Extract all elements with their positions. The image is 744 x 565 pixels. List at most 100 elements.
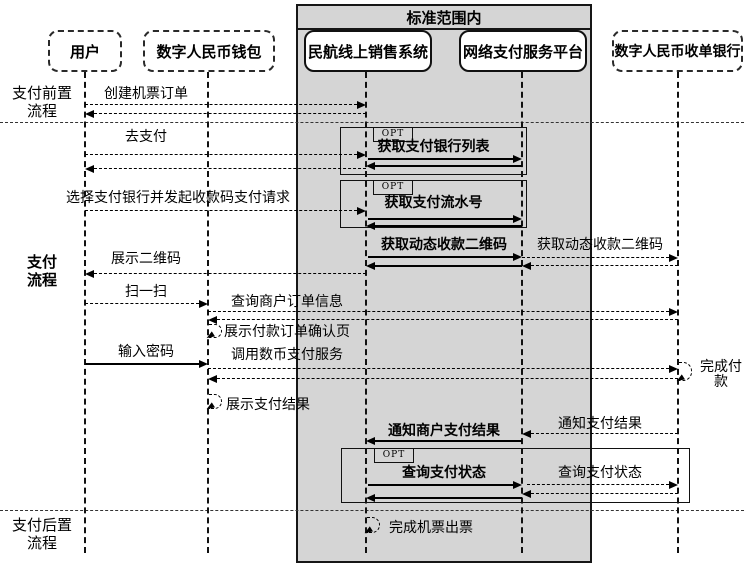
arrowhead [513, 155, 522, 163]
arrowhead [513, 481, 522, 489]
msg-select-bank-request: 选择支付银行并发起收款码支付请求 [66, 190, 290, 206]
lifeline-payment-platform [521, 72, 523, 553]
opt-fragment-query-status: OPT [341, 448, 690, 503]
arrow-query-status-left [368, 484, 513, 486]
arrowhead [357, 151, 366, 159]
actor-wallet-box: 数字人民币钱包 [143, 30, 275, 72]
self-loop-show-result [209, 394, 222, 409]
msg-enter-password: 输入密码 [118, 344, 174, 360]
arrowhead [366, 262, 375, 270]
msg-query-status-right: 查询支付状态 [558, 465, 642, 481]
arrowhead [366, 162, 375, 170]
frame-title: 标准范围内 [406, 9, 482, 27]
msg-get-qr-left: 获取动态收款二维码 [381, 237, 507, 253]
arrow-notify-result [531, 433, 678, 434]
arrow-query-status-right [527, 484, 669, 485]
arrowhead [85, 110, 94, 118]
msg-get-qr-right: 获取动态收款二维码 [537, 237, 663, 253]
msg-query-order-info: 查询商户订单信息 [231, 294, 343, 310]
arrow-get-bank-list [368, 158, 513, 160]
section-label-pre-payment: 支付前置 流程 [11, 84, 72, 120]
actor-airline-system-box: 民航线上销售系统 [304, 30, 432, 72]
section-label-post-payment: 支付后置 流程 [11, 516, 72, 552]
arrowhead [366, 494, 375, 502]
arrow-get-serial-no-return [375, 225, 522, 227]
self-loop-show-confirm-page [209, 324, 222, 338]
arrow-go-pay-return [94, 168, 366, 169]
self-loop-complete-payment [679, 362, 692, 381]
self-loop-complete-ticketing [367, 517, 380, 533]
arrow-get-qr-right [522, 257, 669, 258]
arrow-get-qr-right-return [531, 265, 678, 266]
arrow-create-order-return [94, 113, 366, 114]
section-divider-2 [0, 510, 744, 511]
msg-go-pay: 去支付 [125, 129, 167, 145]
arrowhead [669, 365, 678, 373]
arrow-select-bank-request [85, 210, 357, 211]
arrow-enter-password [85, 363, 199, 365]
arrowhead [522, 262, 531, 270]
arrow-go-pay [85, 154, 357, 155]
opt-tag: OPT [374, 448, 414, 463]
msg-notify-merchant-result: 通知商户支付结果 [388, 423, 500, 439]
section-label-payment: 支付 流程 [26, 253, 57, 289]
arrowhead [199, 360, 208, 368]
arrowhead [669, 308, 678, 316]
actor-acquiring-bank-box: 数字人民币收单银行 [612, 30, 743, 72]
arrow-query-order-info [208, 311, 669, 312]
arrow-call-payment-service-return [217, 378, 678, 379]
lifeline-user [84, 72, 86, 553]
section-divider-1 [0, 122, 744, 123]
msg-scan: 扫一扫 [125, 284, 167, 300]
actor-user-box: 用户 [48, 30, 122, 72]
arrowhead [366, 222, 375, 230]
opt-fragment-serial-no: OPT [340, 180, 527, 228]
arrow-get-bank-list-return [375, 165, 522, 167]
msg-create-order: 创建机票订单 [104, 86, 188, 102]
arrowhead [199, 300, 208, 308]
arrowhead [85, 165, 94, 173]
arrow-get-qr-left-return [375, 265, 522, 267]
msg-complete-ticketing: 完成机票出票 [389, 520, 473, 536]
arrow-query-status-left-return [375, 497, 522, 499]
arrowhead [513, 253, 522, 261]
arrow-notify-merchant-result [375, 440, 522, 442]
msg-show-result: 展示支付结果 [226, 397, 310, 413]
msg-call-payment-service: 调用数币支付服务 [231, 347, 343, 363]
msg-show-qr: 展示二维码 [111, 251, 181, 267]
arrow-create-order [85, 104, 357, 105]
msg-get-serial-no: 获取支付流水号 [384, 195, 483, 211]
arrowhead [513, 215, 522, 223]
msg-query-status-left: 查询支付状态 [402, 465, 486, 481]
arrow-call-payment-service [208, 368, 669, 369]
msg-notify-result: 通知支付结果 [558, 416, 642, 432]
arrow-query-order-info-return [217, 319, 678, 320]
msg-complete-payment: 完成付款 [700, 359, 742, 390]
arrowhead [669, 254, 678, 262]
actor-payment-platform-box: 网络支付服务平台 [459, 30, 587, 72]
frame-title-underline [298, 28, 590, 30]
arrowhead [357, 207, 366, 215]
arrow-show-qr [94, 273, 366, 274]
lifeline-airline-system [365, 72, 367, 553]
arrowhead [366, 437, 375, 445]
opt-tag: OPT [373, 127, 413, 142]
msg-get-bank-list: 获取支付银行列表 [377, 139, 490, 155]
opt-tag: OPT [373, 180, 413, 195]
arrowhead [669, 481, 678, 489]
arrow-query-status-right-return [531, 493, 678, 494]
opt-fragment-bank-list: OPT [340, 127, 527, 175]
lifeline-acquiring-bank [677, 72, 679, 553]
arrowhead [522, 430, 531, 438]
arrowhead [85, 270, 94, 278]
arrowhead [208, 375, 217, 383]
arrowhead [208, 316, 217, 324]
arrowhead [357, 101, 366, 109]
standard-scope-frame [296, 4, 592, 563]
arrow-scan [85, 303, 199, 304]
arrowhead [522, 490, 531, 498]
lifeline-wallet [207, 72, 209, 553]
msg-show-confirm-page: 展示付款订单确认页 [224, 324, 350, 340]
arrow-get-serial-no [368, 218, 513, 220]
